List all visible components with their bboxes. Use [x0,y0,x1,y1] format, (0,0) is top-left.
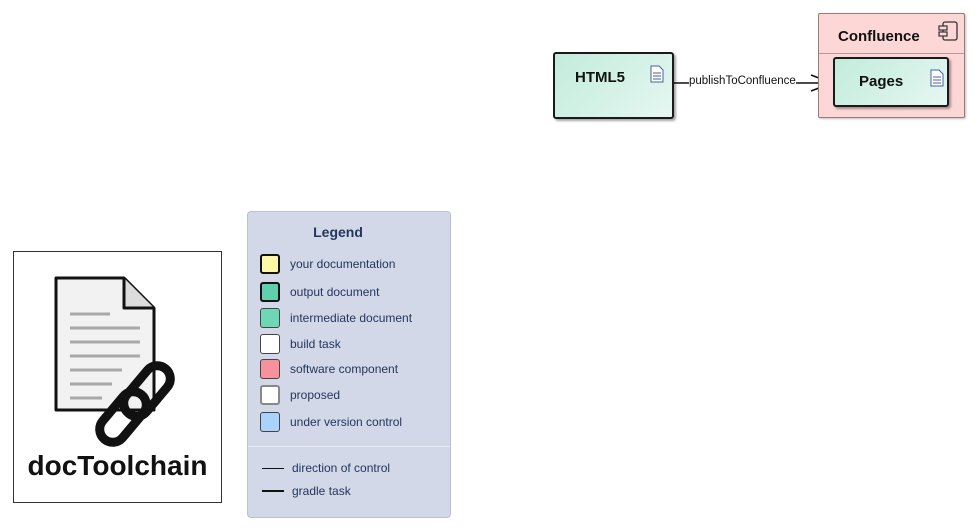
legend-title: Legend [313,224,363,240]
document-icon [650,65,664,83]
legend-divider [248,446,450,447]
legend-swatch [260,359,280,379]
node-title: Pages [859,73,904,90]
legend-item: your documentation [260,252,395,276]
legend-line-item: direction of control [262,460,390,476]
thick-line-sample [262,490,284,492]
pages-node[interactable]: Pages [833,57,949,107]
legend-line-label: direction of control [292,461,391,475]
legend-label: build task [290,337,341,351]
node-title: HTML5 [575,69,625,86]
legend-swatch [260,412,280,432]
legend-swatch [260,254,280,274]
legend-label: under version control [290,415,403,429]
component-title: Confluence [838,28,920,45]
legend-item: build task [260,332,341,356]
component-divider [819,53,964,54]
legend-item: output document [260,280,379,304]
legend-item: proposed [260,383,340,407]
component-icon [938,21,958,41]
legend-swatch [260,334,280,354]
legend-swatch [260,282,280,302]
legend-label: output document [290,285,380,299]
legend-label: intermediate document [290,311,413,325]
document-icon [930,69,944,87]
legend-item: software component [260,357,398,381]
legend-line-label: gradle task [292,484,351,498]
doctoolchain-logo: docToolchain [13,251,222,503]
document-chain-icon [54,276,175,447]
legend-swatch [260,385,280,405]
legend-swatch [260,308,280,328]
legend-label: your documentation [290,257,396,271]
logo-text: docToolchain [27,450,208,481]
legend-label: proposed [290,388,341,402]
html5-node[interactable]: HTML5 [553,52,674,119]
thin-line-sample [262,467,284,469]
edge-label: publishToConfluence [689,75,796,87]
legend-item: intermediate document [260,306,412,330]
legend-item: under version control [260,410,402,434]
legend-label: software component [290,362,399,376]
legend-line-item: gradle task [262,483,351,499]
legend: Legend your documentation output documen… [247,211,451,518]
